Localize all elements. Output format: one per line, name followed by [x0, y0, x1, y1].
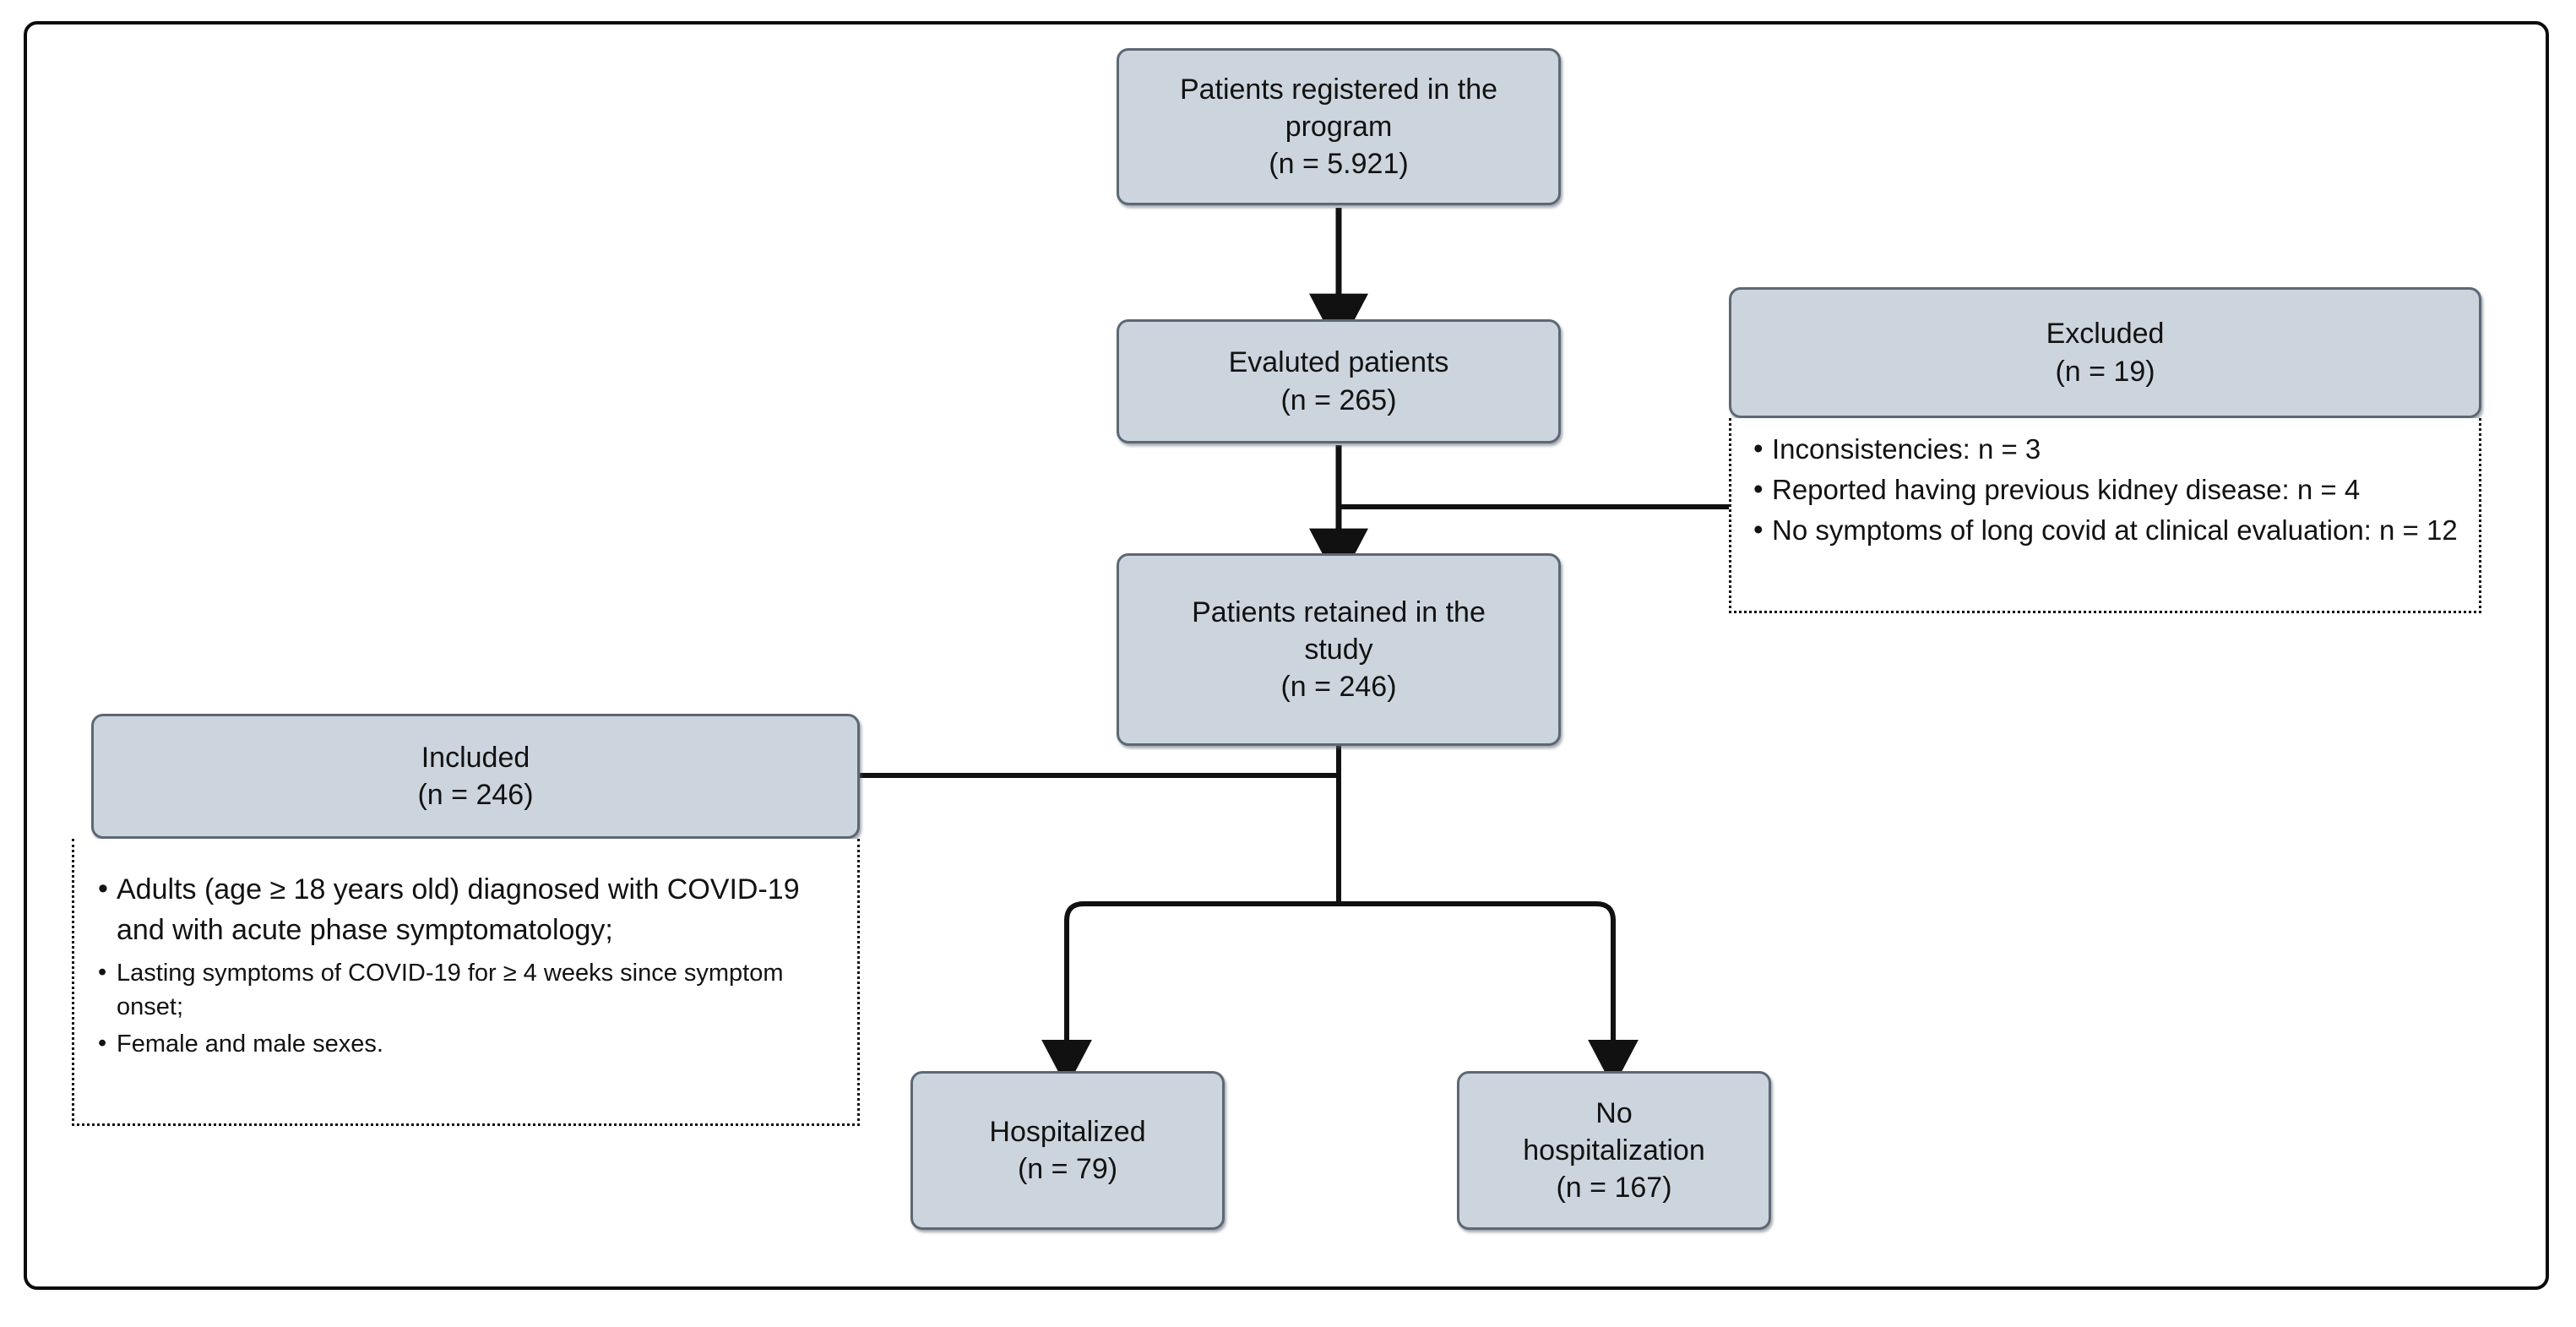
diagram-outer-frame	[24, 21, 2549, 1290]
node-no-hospitalization-count: (n = 167)	[1556, 1172, 1672, 1205]
node-patients-registered[interactable]: Patients registered in the program (n = …	[1117, 48, 1561, 205]
excluded-criteria-list: Inconsistencies: n = 3 Reported having p…	[1743, 429, 2465, 551]
node-patients-retained[interactable]: Patients retained in the study (n = 246)	[1117, 553, 1561, 746]
node-registered-line1: Patients registered in the	[1179, 73, 1498, 106]
node-no-hospitalization-line1: No	[1595, 1096, 1633, 1129]
node-retained-line2: study	[1304, 633, 1373, 666]
node-evaluated-patients[interactable]: Evaluted patients (n = 265)	[1117, 319, 1561, 443]
excluded-criteria-item: No symptoms of long covid at clinical ev…	[1743, 510, 2465, 550]
excluded-criteria-item: Inconsistencies: n = 3	[1743, 429, 2465, 469]
node-included-line1: Included	[421, 741, 530, 774]
excluded-criteria-item: Reported having previous kidney disease:…	[1743, 470, 2465, 509]
node-retained-count: (n = 246)	[1280, 671, 1397, 704]
included-criteria-item: Adults (age ≥ 18 years old) diagnosed wi…	[88, 868, 842, 951]
included-criteria-item: Lasting symptoms of COVID-19 for ≥ 4 wee…	[88, 955, 842, 1024]
node-included-count: (n = 246)	[417, 779, 534, 811]
excluded-criteria-box: Inconsistencies: n = 3 Reported having p…	[1729, 418, 2481, 613]
node-evaluated-count: (n = 265)	[1280, 383, 1397, 416]
included-criteria-list: Adults (age ≥ 18 years old) diagnosed wi…	[88, 868, 842, 1061]
node-registered-line2: program	[1285, 110, 1393, 143]
node-included[interactable]: Included (n = 246)	[91, 714, 860, 839]
included-criteria-item: Female and male sexes.	[88, 1026, 842, 1061]
node-hospitalized-count: (n = 79)	[1017, 1153, 1118, 1185]
included-criteria-box: Adults (age ≥ 18 years old) diagnosed wi…	[72, 839, 860, 1126]
node-hospitalized[interactable]: Hospitalized (n = 79)	[910, 1071, 1225, 1230]
node-no-hospitalization-line2: hospitalization	[1523, 1134, 1705, 1167]
node-registered-count: (n = 5.921)	[1269, 148, 1409, 181]
node-hospitalized-line1: Hospitalized	[989, 1115, 1146, 1148]
node-retained-line1: Patients retained in the	[1192, 596, 1486, 628]
node-excluded[interactable]: Excluded (n = 19)	[1729, 287, 2481, 418]
node-excluded-count: (n = 19)	[2055, 355, 2155, 388]
node-no-hospitalization[interactable]: No hospitalization (n = 167)	[1457, 1071, 1771, 1230]
node-excluded-line1: Excluded	[2046, 318, 2165, 351]
node-evaluated-line1: Evaluted patients	[1228, 346, 1449, 379]
